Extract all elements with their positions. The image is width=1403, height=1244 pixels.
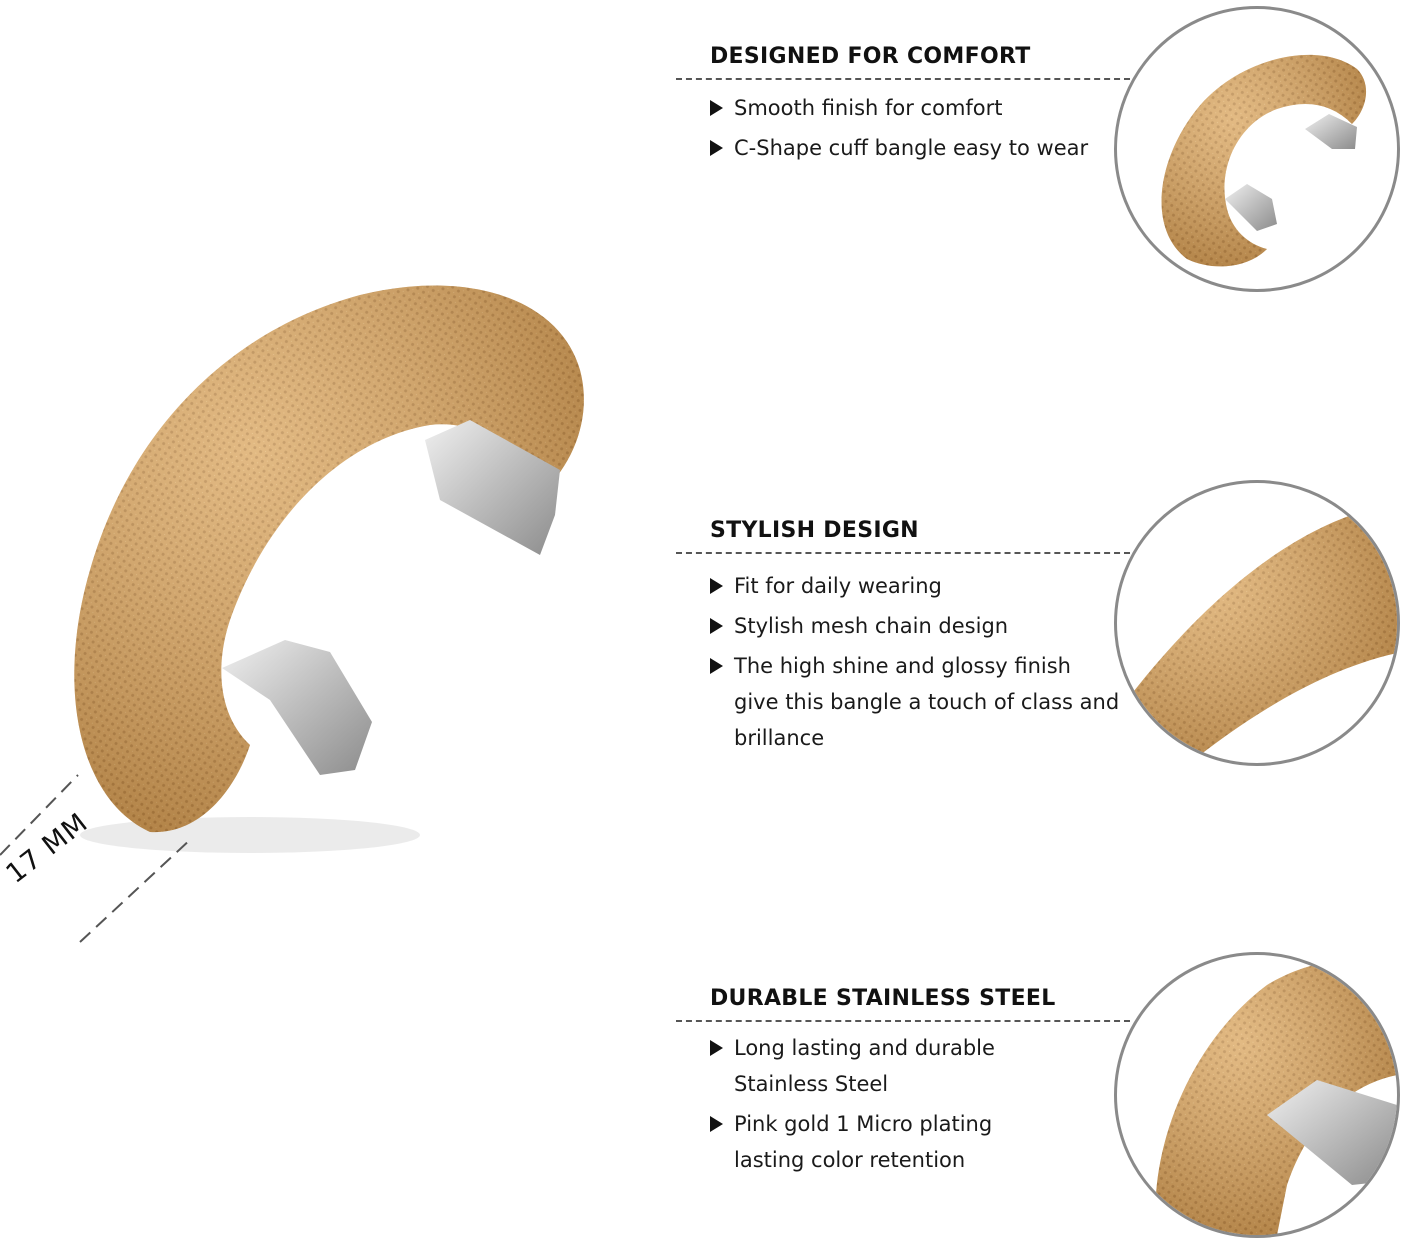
- triangle-bullet-icon: [710, 100, 723, 116]
- triangle-bullet-icon: [710, 1040, 723, 1056]
- steel-end-cap-top: [425, 420, 560, 555]
- bullet-list: Smooth finish for comfort C-Shape cuff b…: [710, 90, 1120, 170]
- section-title: DURABLE STAINLESS STEEL: [710, 986, 1056, 1011]
- list-item: Fit for daily wearing: [710, 568, 1120, 604]
- section-title: STYLISH DESIGN: [710, 518, 919, 543]
- triangle-bullet-icon: [710, 578, 723, 594]
- steel-end-cap-bottom: [222, 640, 372, 775]
- detail-image-mesh-closeup: [1114, 480, 1400, 766]
- feature-section-style: STYLISH DESIGN Fit for daily wearing Sty…: [676, 518, 1130, 758]
- measure-line-upper: [0, 774, 79, 856]
- dashed-divider: [676, 78, 1130, 80]
- product-hero: 17 MM: [0, 0, 680, 1240]
- detail-image-top-view: [1114, 6, 1400, 292]
- section-title: DESIGNED FOR COMFORT: [710, 44, 1031, 69]
- feature-section-comfort: DESIGNED FOR COMFORT Smooth finish for c…: [676, 44, 1130, 184]
- bullet-list: Long lasting and durable Stainless Steel…: [710, 1030, 1010, 1182]
- list-item: Stylish mesh chain design: [710, 608, 1120, 644]
- bangle-hero-image: [0, 285, 584, 943]
- list-item: Pink gold 1 Micro plating lasting color …: [710, 1106, 1010, 1178]
- detail-image-steel-closeup: [1114, 952, 1400, 1238]
- dashed-divider: [676, 552, 1130, 554]
- measure-line-lower: [79, 837, 193, 943]
- list-item: The high shine and glossy finish give th…: [710, 648, 1120, 756]
- triangle-bullet-icon: [710, 140, 723, 156]
- triangle-bullet-icon: [710, 1116, 723, 1132]
- triangle-bullet-icon: [710, 618, 723, 634]
- bullet-list: Fit for daily wearing Stylish mesh chain…: [710, 568, 1120, 760]
- list-item: Long lasting and durable Stainless Steel: [710, 1030, 1010, 1102]
- list-item: Smooth finish for comfort: [710, 90, 1120, 126]
- triangle-bullet-icon: [710, 658, 723, 674]
- feature-section-durability: DURABLE STAINLESS STEEL Long lasting and…: [676, 986, 1130, 1186]
- list-item: C-Shape cuff bangle easy to wear: [710, 130, 1120, 166]
- dashed-divider: [676, 1020, 1130, 1022]
